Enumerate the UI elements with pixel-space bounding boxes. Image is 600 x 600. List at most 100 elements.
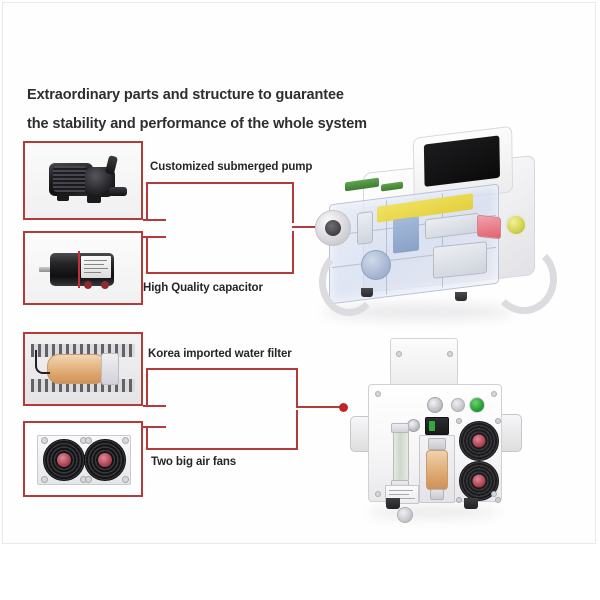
fan-screw [122, 476, 129, 483]
fan-mount-screw [495, 418, 501, 424]
pump-foot-right [87, 195, 101, 203]
flow-meter-tube [393, 427, 409, 485]
display-screen-panel[interactable] [423, 135, 501, 187]
bracket-bottom-capacitor [146, 272, 294, 274]
pump-illustration [25, 143, 141, 218]
thumbnail-capacitor[interactable] [23, 231, 143, 305]
fan-screw [122, 437, 129, 444]
pump-motor-fins [53, 166, 87, 192]
rear-foot-right [464, 498, 478, 509]
panel-screw [375, 391, 381, 397]
thumbnail-air-fans[interactable] [23, 421, 143, 497]
capacitor-illustration [25, 233, 141, 303]
nameplate-line [389, 498, 415, 499]
connector-port-hole[interactable] [325, 220, 341, 236]
machine-foot [455, 292, 467, 301]
fan-screw [41, 476, 48, 483]
emergency-stop-button[interactable] [505, 214, 527, 236]
bracket-pointer-bottom [296, 406, 346, 408]
bracket-stub-pump [143, 219, 166, 221]
bracket-riser-filter [146, 368, 148, 406]
capacitor-label-line [84, 272, 101, 273]
bracket-stub-capacitor [143, 236, 166, 238]
air-fans-illustration [25, 423, 141, 495]
pump-inlet-port [109, 187, 127, 196]
capacitor-label-line [84, 268, 108, 269]
internal-module-side [357, 211, 373, 245]
bracket-riser-pump [146, 182, 148, 220]
rear-knob[interactable] [451, 398, 465, 412]
connector-port-ring[interactable] [315, 210, 351, 246]
filter-wire [35, 350, 50, 374]
filter-window [419, 435, 455, 503]
machine-foot [361, 288, 373, 297]
capacitor-label-line [84, 264, 104, 265]
rear-hood-panel [390, 338, 458, 388]
headline-line-1: Extraordinary parts and structure to gua… [27, 87, 344, 103]
power-switch-green[interactable] [429, 421, 435, 431]
rear-fan-hub-bottom [472, 474, 486, 488]
pump-foot-left [57, 193, 69, 201]
panel-screw [375, 491, 381, 497]
bracket-stub-filter [143, 405, 166, 407]
thumbnail-submerged-pump[interactable] [23, 141, 143, 220]
rear-air-fan-top [459, 421, 499, 461]
rear-foot-left [386, 498, 400, 509]
bracket-riser-fans [146, 426, 148, 450]
headline-line-2: the stability and performance of the who… [27, 115, 367, 132]
callout-label-water-filter: Korea imported water filter [148, 348, 292, 360]
bracket-stub-fans [143, 426, 166, 428]
flow-meter-cap-top [391, 423, 409, 433]
nameplate-line [389, 494, 409, 495]
indicator-light-green [469, 397, 485, 413]
bracket-top-filter [146, 368, 298, 370]
machine-cable-right [491, 244, 557, 314]
nameplate-line [389, 490, 413, 491]
internal-blue-board [393, 216, 419, 254]
bracket-drop-filter [296, 368, 298, 406]
fan-hub-right [98, 453, 112, 467]
air-fan-right [84, 439, 126, 481]
panel-screw [491, 391, 497, 397]
filter-cap-bottom [430, 489, 444, 500]
bracket-pointer-top [292, 226, 330, 228]
rear-body-panel [368, 384, 502, 523]
endpoint-dot-bottom [339, 403, 348, 412]
panel-screw [491, 491, 497, 497]
callout-label-capacitor: High Quality capacitor [143, 282, 263, 294]
thumbnail-water-filter[interactable] [23, 332, 143, 406]
capacitor-label [81, 256, 111, 278]
capacitor-terminal-right [101, 281, 109, 289]
rear-round-connector[interactable] [427, 397, 443, 413]
callout-label-air-fans: Two big air fans [151, 456, 237, 468]
fan-screw [85, 437, 92, 444]
bracket-top-pump [146, 182, 294, 184]
machine-cable-left [319, 248, 379, 316]
bracket-drop-pump [292, 182, 294, 223]
filter-end-cap [101, 353, 119, 385]
power-socket[interactable] [425, 417, 449, 435]
fan-mount-screw [456, 497, 462, 503]
power-module-pink [477, 214, 501, 240]
rear-filter-cartridge [426, 450, 448, 490]
internal-module-lower [433, 241, 487, 279]
bracket-drop-fans [296, 410, 298, 450]
machine-shadow [323, 304, 513, 320]
page-title: Extraordinary parts and structure to gua… [27, 88, 427, 131]
rear-air-fan-bottom [459, 461, 499, 501]
bracket-riser-capacitor [146, 236, 148, 274]
filter-cap-top [428, 438, 446, 450]
water-filter-illustration [25, 334, 141, 404]
air-fan-left [43, 439, 85, 481]
filter-cartridge [47, 354, 107, 384]
machine-cutaway-view [305, 125, 557, 322]
capacitor-terminal-left [84, 281, 92, 289]
hood-screw [396, 351, 402, 357]
fan-screw [41, 437, 48, 444]
rear-fan-hub-top [472, 434, 486, 448]
rear-bottom-knob[interactable] [397, 507, 413, 523]
bracket-bottom-fans [146, 448, 298, 450]
capacitor-red-stripe [78, 251, 80, 288]
fan-mount-screw [456, 418, 462, 424]
